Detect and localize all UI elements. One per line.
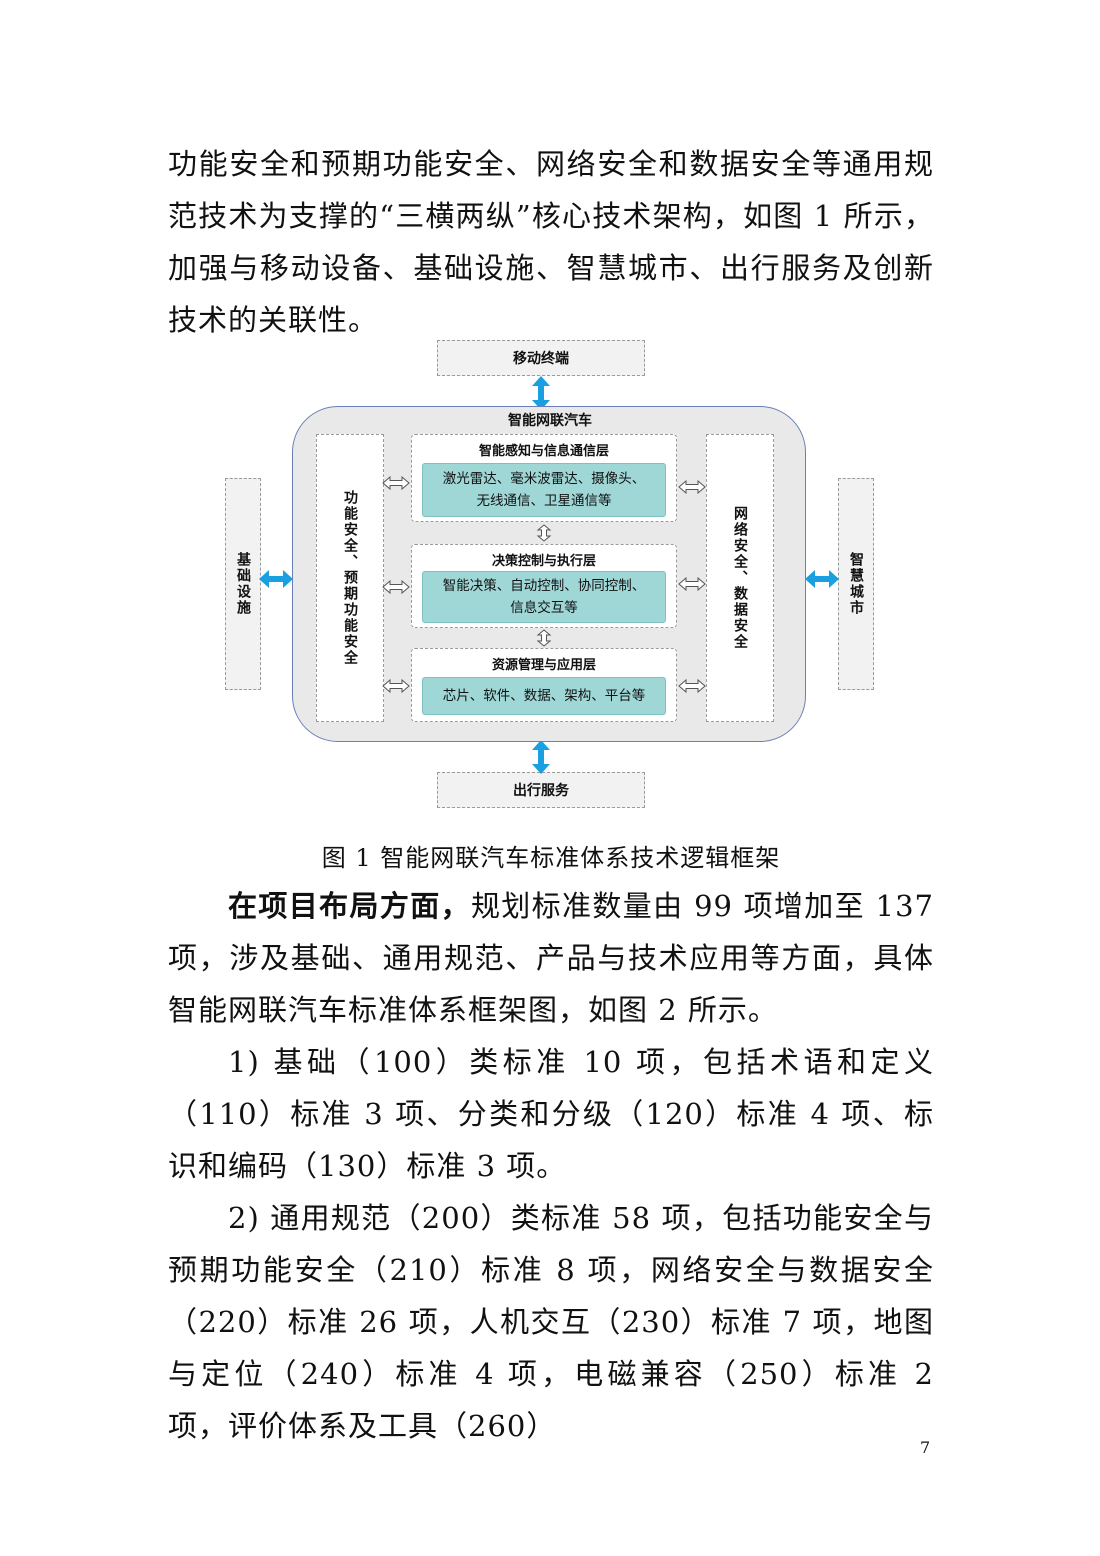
horizontal-double-arrow-icon — [678, 480, 706, 494]
paragraph-basic-standards: 1) 基础（100）类标准 10 项，包括术语和定义（110）标准 3 项、分类… — [168, 1045, 934, 1183]
paragraph-text: 规划标准数量由 99 项增加至 137 项，涉及基础、通用规范、产品与技术应用等… — [168, 889, 934, 1027]
layer-title: 决策控制与执行层 — [491, 554, 596, 569]
layer-title: 智能感知与信息通信层 — [478, 444, 609, 459]
horizontal-double-arrow-icon — [382, 476, 410, 490]
layer-body: 激光雷达、毫米波雷达、摄像头、 无线通信、卫星通信等 — [422, 463, 666, 517]
vehicle-title: 智能网联汽车 — [508, 413, 592, 429]
box-mobile-terminal: 移动终端 — [437, 340, 645, 376]
horizontal-double-arrow-icon — [678, 679, 706, 693]
page-number: 7 — [920, 1438, 931, 1457]
blue-double-arrow-icon — [532, 740, 550, 774]
box-infrastructure: 基础设施 — [225, 478, 261, 690]
vertical-double-arrow-icon — [536, 524, 552, 542]
paragraph-general-standards: 2) 通用规范（200）类标准 58 项，包括功能安全与预期功能安全（210）标… — [168, 1201, 934, 1443]
blue-double-arrow-icon — [805, 570, 839, 588]
figure-caption: 图 1 智能网联汽车标准体系技术逻辑框架 — [321, 844, 781, 872]
paragraph-lead: 在项目布局方面， — [228, 889, 471, 923]
layer-line: 无线通信、卫星通信等 — [476, 493, 612, 509]
layer-line: 芯片、软件、数据、架构、平台等 — [442, 688, 646, 704]
box-functional-safety: 功能安全、预期功能安全 — [316, 434, 384, 722]
box-mobility-service: 出行服务 — [437, 772, 645, 808]
vertical-double-arrow-icon — [536, 629, 552, 647]
layer-line: 信息交互等 — [510, 600, 578, 616]
layer-title: 资源管理与应用层 — [491, 658, 596, 673]
layer-resource: 资源管理与应用层 芯片、软件、数据、架构、平台等 — [411, 648, 677, 722]
layer-perception: 智能感知与信息通信层 激光雷达、毫米波雷达、摄像头、 无线通信、卫星通信等 — [411, 434, 677, 522]
layer-line: 激光雷达、毫米波雷达、摄像头、 — [442, 471, 646, 487]
paragraph-project-layout: 在项目布局方面，规划标准数量由 99 项增加至 137 项，涉及基础、通用规范、… — [168, 880, 934, 1036]
box-smart-city: 智慧城市 — [838, 478, 874, 690]
blue-double-arrow-icon — [532, 376, 550, 410]
layer-body: 芯片、软件、数据、架构、平台等 — [422, 677, 666, 715]
box-cyber-data-security: 网络安全、数据安全 — [706, 434, 774, 722]
horizontal-double-arrow-icon — [678, 577, 706, 591]
horizontal-double-arrow-icon — [382, 679, 410, 693]
layer-line: 智能决策、自动控制、协同控制、 — [442, 578, 646, 594]
paragraph-architecture: 功能安全和预期功能安全、网络安全和数据安全等通用规范技术为支撑的“三横两纵”核心… — [168, 147, 934, 337]
layer-body: 智能决策、自动控制、协同控制、 信息交互等 — [422, 571, 666, 623]
blue-double-arrow-icon — [259, 570, 293, 588]
architecture-diagram: 移动终端 出行服务 基础设施 智慧城市 智能网联汽车 功能安全、预期功能安全 网… — [222, 340, 878, 810]
layer-decision: 决策控制与执行层 智能决策、自动控制、协同控制、 信息交互等 — [411, 544, 677, 628]
horizontal-double-arrow-icon — [382, 580, 410, 594]
